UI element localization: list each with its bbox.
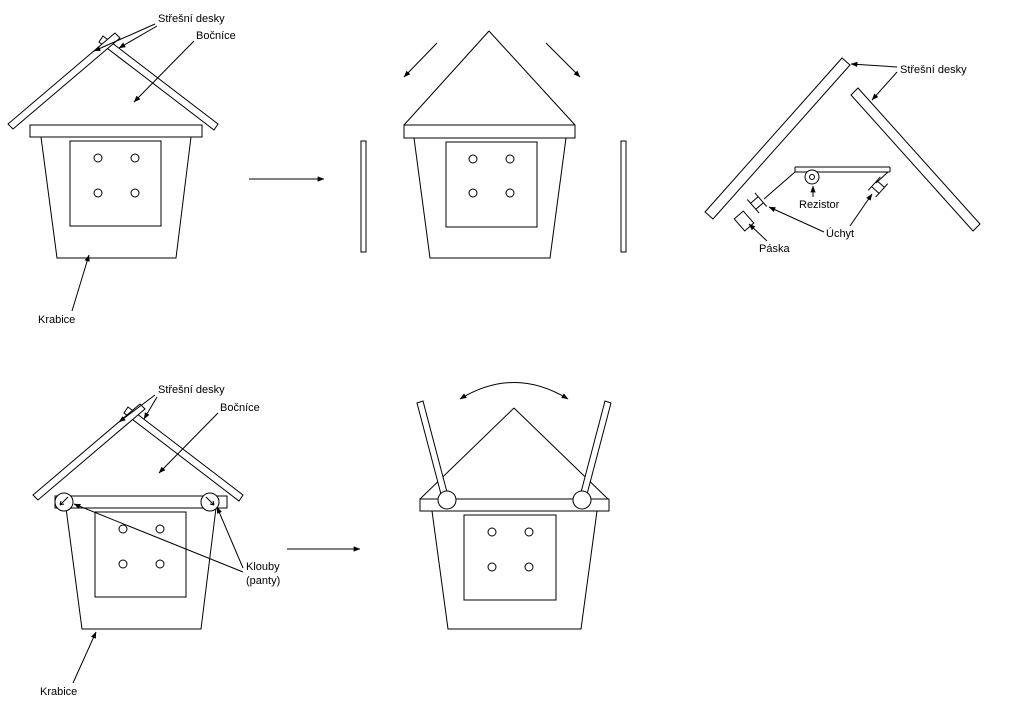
leader-roof-boards-2 xyxy=(871,71,898,101)
vent-hole xyxy=(130,188,140,198)
crossbar-link-left xyxy=(763,171,796,200)
vent-hole xyxy=(524,562,534,572)
leader-side-panel xyxy=(158,412,219,474)
label-resistor: Rezistor xyxy=(799,199,840,211)
leader-hinge-left xyxy=(73,503,244,573)
label-box: Krabice xyxy=(40,686,77,698)
bracket-right xyxy=(867,176,889,198)
vent-hole xyxy=(524,527,534,537)
box-body xyxy=(65,507,217,630)
vent-hole xyxy=(505,154,515,164)
vent-hole xyxy=(93,188,103,198)
open-roof-house-diagram xyxy=(416,382,612,630)
box-body xyxy=(40,136,192,259)
box-rim xyxy=(419,498,610,512)
hinge-left-mark xyxy=(59,496,69,506)
resistor-core xyxy=(809,174,815,180)
box-rim xyxy=(403,124,576,139)
assembled-house-diagram: Střešní desky Bočníce Krabice xyxy=(7,13,236,326)
hinged-house-diagram: Střešní desky Bočníce Klouby (panty) Kra… xyxy=(32,384,280,698)
hinge-right xyxy=(572,490,592,510)
inner-panel xyxy=(445,141,538,228)
tape-wrap xyxy=(733,210,755,232)
leader-roof-boards-2 xyxy=(143,396,158,420)
vent-hole xyxy=(487,562,497,572)
label-roof-boards: Střešní desky xyxy=(900,64,967,76)
vent-hole xyxy=(505,188,515,198)
inner-panel xyxy=(69,140,162,227)
label-side-panel: Bočníce xyxy=(220,402,260,414)
resistor-body xyxy=(804,169,820,185)
curved-double-headed-arrow-icon xyxy=(459,382,569,400)
roof-outline-right xyxy=(488,30,576,126)
roof-outline-left xyxy=(419,407,515,500)
box-body xyxy=(413,137,567,259)
roof-outline-left xyxy=(403,30,490,126)
box-body xyxy=(431,510,598,630)
leader-box xyxy=(71,254,90,312)
roof-outline-right xyxy=(513,407,609,500)
roof-board-right xyxy=(98,35,219,131)
bracket-left xyxy=(746,192,768,214)
open-roof-board-left xyxy=(416,400,449,499)
leader-bracket-2 xyxy=(849,193,873,227)
vent-hole xyxy=(118,559,128,569)
inner-panel xyxy=(463,514,557,601)
label-roof-boards: Střešní desky xyxy=(158,384,225,396)
label-hinges-line2: (panty) xyxy=(246,575,280,587)
vent-hole xyxy=(155,559,165,569)
detached-roof-board-left xyxy=(360,140,367,253)
vent-hole xyxy=(468,188,478,198)
vent-hole xyxy=(468,154,478,164)
leader-hinge-right xyxy=(216,506,244,569)
label-hinges-line1: Klouby xyxy=(246,561,280,573)
vent-hole xyxy=(93,153,103,163)
hinge-right xyxy=(200,492,220,512)
roof-apex-detail-diagram: Střešní desky Rezistor Úchyt Páska xyxy=(704,57,981,255)
down-left-arrow-icon xyxy=(403,42,438,78)
down-right-arrow-icon xyxy=(545,42,581,78)
open-roof-board-right xyxy=(579,400,612,499)
box-rim xyxy=(29,124,203,138)
roof-board-upper xyxy=(704,57,851,220)
roof-board-left xyxy=(32,403,146,501)
label-bracket: Úchyt xyxy=(826,227,854,240)
inner-panel xyxy=(94,511,187,598)
leader-tape xyxy=(748,223,768,242)
vent-hole xyxy=(130,153,140,163)
detached-roof-board-right xyxy=(620,140,627,253)
label-side-panel: Bočníce xyxy=(196,30,236,42)
hinge-right-mark xyxy=(205,496,215,506)
leader-bracket-1 xyxy=(768,206,825,233)
roof-board-left xyxy=(7,32,121,130)
roof-board-right xyxy=(123,406,244,502)
exploded-house-diagram xyxy=(360,30,627,259)
leader-box xyxy=(72,631,97,684)
label-roof-boards: Střešní desky xyxy=(158,13,225,25)
hinge-left xyxy=(54,492,74,512)
vent-hole xyxy=(487,527,497,537)
leader-roof-boards-1 xyxy=(93,23,156,52)
label-tape: Páska xyxy=(759,243,790,255)
vent-hole xyxy=(155,524,165,534)
label-box: Krabice xyxy=(38,314,75,326)
hinge-left xyxy=(437,490,457,510)
leader-roof-boards-2 xyxy=(118,25,158,49)
vent-hole xyxy=(118,524,128,534)
roof-board-lower xyxy=(850,87,981,232)
leader-side-panel xyxy=(133,40,195,103)
leader-roof-boards-1 xyxy=(850,61,898,68)
leader-roof-boards-1 xyxy=(118,394,156,423)
